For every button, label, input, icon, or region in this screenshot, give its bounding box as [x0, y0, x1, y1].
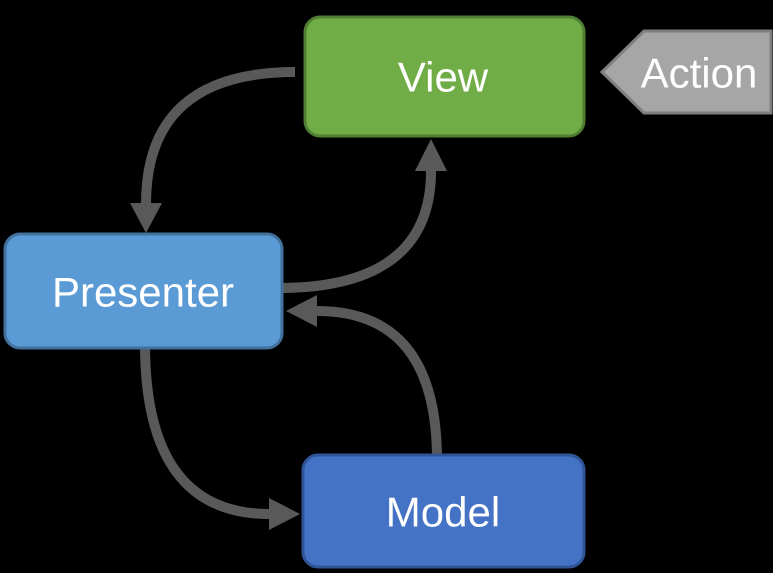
edge-presenter-to-model — [140, 343, 270, 519]
node-model-label: Model — [386, 489, 500, 536]
node-view — [303, 15, 586, 138]
node-action-label: Action — [641, 50, 758, 97]
node-view-label: View — [398, 54, 489, 101]
node-presenter — [3, 232, 284, 350]
edge-model-to-presenter — [316, 306, 442, 461]
presenter-to-view-arrowhead-icon — [415, 139, 447, 171]
model-to-presenter-arrowhead-icon — [286, 295, 317, 327]
node-model — [301, 453, 586, 569]
edge-presenter-to-view — [277, 170, 436, 293]
node-presenter-label: Presenter — [52, 269, 234, 316]
presenter-to-model-arrowhead-icon — [269, 498, 300, 530]
view-to-presenter-arrowhead-icon — [130, 203, 162, 233]
node-action-chevron — [599, 29, 773, 115]
edge-view-to-presenter — [141, 67, 296, 205]
